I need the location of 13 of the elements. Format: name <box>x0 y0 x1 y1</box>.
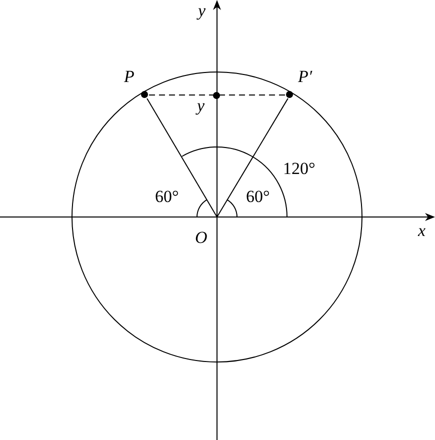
point-label: y <box>197 97 205 115</box>
axis-label: y <box>198 2 206 20</box>
dashed-line <box>148 94 286 96</box>
axis-label: x <box>418 222 426 240</box>
line-segment <box>146 98 218 218</box>
angle-label: 60° <box>246 188 270 206</box>
point-label: O <box>195 229 208 247</box>
line-segment <box>216 98 288 218</box>
angle-label: 120° <box>283 160 316 178</box>
angle-label: 60° <box>155 188 179 206</box>
point <box>124 68 149 99</box>
point-label: P <box>124 68 134 86</box>
point-label: P′ <box>298 68 312 86</box>
